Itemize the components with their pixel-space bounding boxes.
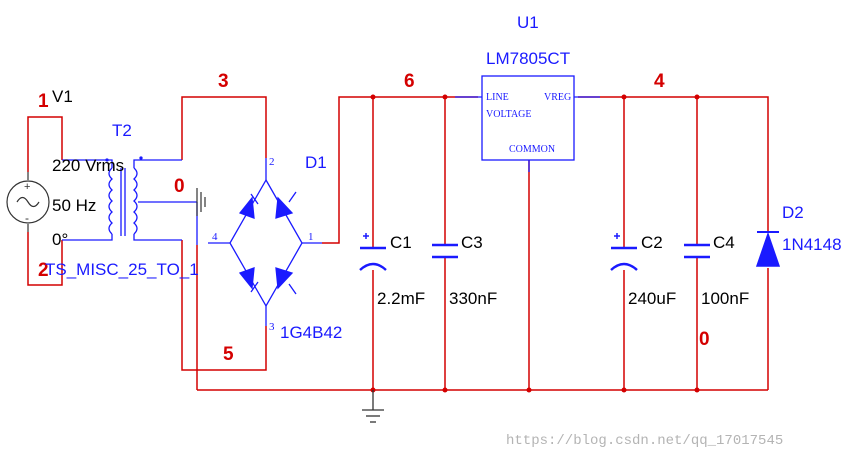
- diode-icon: [755, 231, 781, 267]
- diode-name: D2: [782, 203, 804, 222]
- capacitor-c3-name: C3: [461, 233, 483, 252]
- source-plus-sign: +: [24, 181, 30, 193]
- net-label-v1-top: 1: [38, 91, 49, 112]
- bridge-diode-icon: [275, 267, 297, 295]
- wire-v1-top: [27, 116, 63, 172]
- capacitor-c4-name: C4: [713, 233, 735, 252]
- sine-wave-icon: [16, 196, 40, 208]
- source-voltage: 220 Vrms: [52, 156, 124, 175]
- source-frequency: 50 Hz: [52, 196, 96, 215]
- source-phase: 0°: [52, 230, 68, 249]
- net-label-6: 6: [404, 71, 415, 92]
- wire-v1-bottom: [27, 232, 63, 286]
- bridge-name: D1: [305, 153, 327, 172]
- wire-net-3: [181, 96, 267, 160]
- capacitor-c2-value: 240uF: [628, 289, 676, 308]
- transformer-name: T2: [112, 121, 132, 140]
- bridge-model: 1G4B42: [280, 323, 342, 342]
- junction: [621, 387, 627, 393]
- regulator-body: [481, 75, 575, 161]
- regulator-name: U1: [517, 13, 539, 32]
- ground-icon: [362, 390, 384, 423]
- ac-source-icon: [6, 180, 50, 224]
- diode-model: 1N4148: [782, 235, 842, 254]
- capacitor-c1-name: C1: [390, 233, 412, 252]
- capacitor-c3-symbol: [432, 243, 458, 259]
- capacitor-c3-value: 330nF: [449, 289, 497, 308]
- net-label-4: 4: [654, 71, 665, 92]
- junction: [526, 387, 532, 393]
- watermark-text: https://blog.csdn.net/qq_17017545: [506, 433, 783, 449]
- junction: [694, 387, 700, 393]
- bridge-diode-icon: [275, 191, 297, 219]
- source-minus-sign: -: [25, 211, 29, 225]
- bridge-diode-icon: [238, 193, 259, 219]
- net-label-v1-bottom: 2: [38, 260, 49, 281]
- diode-d2-symbol: [755, 231, 781, 267]
- junction: [442, 94, 448, 100]
- bridge-diode-icon: [238, 267, 259, 293]
- regulator-pin-line: LINE: [486, 92, 509, 103]
- capacitor-c1-value: 2.2mF: [377, 289, 425, 308]
- transformer-t2: [62, 156, 198, 245]
- bridge-pin-right: 1: [308, 231, 314, 243]
- net-label-transformer-center: 0: [174, 176, 185, 197]
- wire-net-4: [578, 96, 769, 232]
- capacitor-c2-symbol: [610, 233, 638, 271]
- wires: [27, 96, 769, 391]
- capacitor-c2-name: C2: [641, 233, 663, 252]
- ac-source-v1: + -: [6, 172, 50, 232]
- secondary-coil-icon: [133, 167, 138, 235]
- junction: [442, 387, 448, 393]
- capacitor-c1-symbol: [359, 233, 387, 271]
- wire-net-5: [181, 240, 267, 371]
- junction: [370, 94, 376, 100]
- bridge-rectifier-d1: [208, 158, 322, 326]
- net-label-5: 5: [223, 344, 234, 365]
- primary-coil-icon: [108, 167, 113, 235]
- junctions: [370, 94, 700, 393]
- junction: [694, 94, 700, 100]
- capacitor-c4-value: 100nF: [701, 289, 749, 308]
- capacitor-c4-symbol: [684, 243, 710, 259]
- bridge-pin-top: 2: [269, 156, 275, 168]
- bridge-pin-left: 4: [212, 231, 218, 243]
- source-name: V1: [52, 87, 73, 106]
- net-label-0: 0: [699, 329, 710, 350]
- chassis-ground-icon: [196, 188, 206, 216]
- regulator-u1: [455, 75, 600, 172]
- junction: [621, 94, 627, 100]
- bridge-pin-bottom: 3: [269, 321, 275, 333]
- regulator-model: LM7805CT: [486, 49, 570, 68]
- net-label-3: 3: [218, 71, 229, 92]
- regulator-pin-common: COMMON: [509, 144, 555, 155]
- wire-net-6: [322, 96, 478, 244]
- transformer-model: TS_MISC_25_TO_1: [45, 260, 199, 279]
- regulator-pin-voltage: VOLTAGE: [486, 109, 532, 120]
- regulator-pin-vreg: VREG: [544, 92, 571, 103]
